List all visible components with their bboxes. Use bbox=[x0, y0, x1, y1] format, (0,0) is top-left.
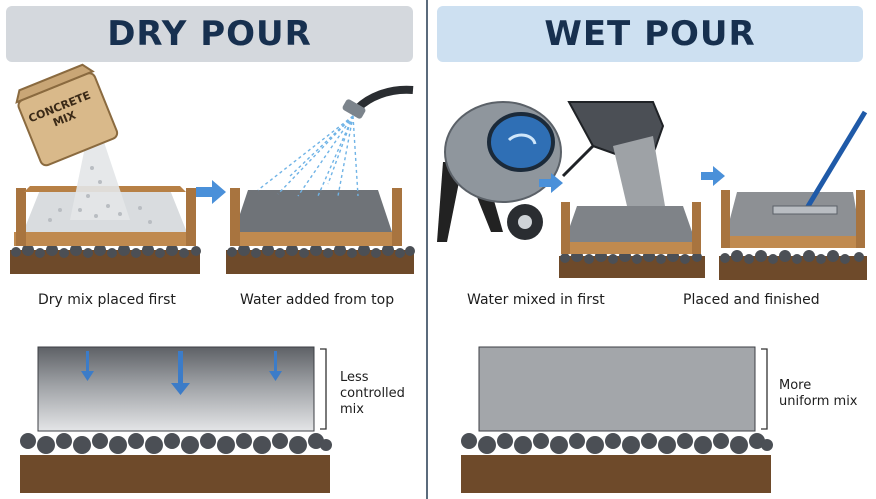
wheelbarrow-pour-scene bbox=[559, 101, 705, 278]
watering-hose-icon bbox=[342, 85, 414, 119]
screed-tool-icon bbox=[772, 110, 868, 215]
dry-mix-form-scene bbox=[10, 63, 201, 274]
wet-note: More uniform mix bbox=[779, 378, 858, 410]
dry-note-line3: mix bbox=[340, 402, 364, 417]
dry-note-line2: controlled bbox=[340, 386, 405, 401]
dry-pour-panel: DRY POUR CONCRETE MIX bbox=[0, 0, 426, 499]
wet-note-line1: More bbox=[779, 378, 812, 393]
right-arrow-icon bbox=[196, 180, 226, 204]
wet-step2-label: Placed and finished bbox=[683, 292, 820, 308]
dry-note-line1: Less bbox=[340, 370, 369, 385]
right-arrow-icon bbox=[539, 173, 563, 193]
wet-pour-panel: WET POUR bbox=[429, 0, 876, 499]
dry-cross-section bbox=[20, 346, 332, 493]
water-added-scene bbox=[226, 85, 415, 274]
wet-step1-label: Water mixed in first bbox=[467, 292, 605, 308]
concrete-bag-icon bbox=[15, 63, 119, 167]
dry-step1-label: Dry mix placed first bbox=[38, 292, 176, 308]
wet-note-line2: uniform mix bbox=[779, 394, 858, 409]
right-arrow-icon bbox=[701, 166, 725, 186]
dry-note: Less controlled mix bbox=[340, 370, 405, 418]
dry-step2-label: Water added from top bbox=[240, 292, 395, 308]
dry-pour-title: DRY POUR bbox=[6, 6, 413, 62]
center-divider bbox=[426, 0, 428, 499]
wet-pour-title: WET POUR bbox=[437, 6, 863, 62]
finishing-scene bbox=[719, 110, 868, 280]
wet-cross-section bbox=[461, 346, 773, 493]
cement-mixer-icon bbox=[437, 101, 562, 242]
down-arrow-icon bbox=[81, 351, 282, 395]
